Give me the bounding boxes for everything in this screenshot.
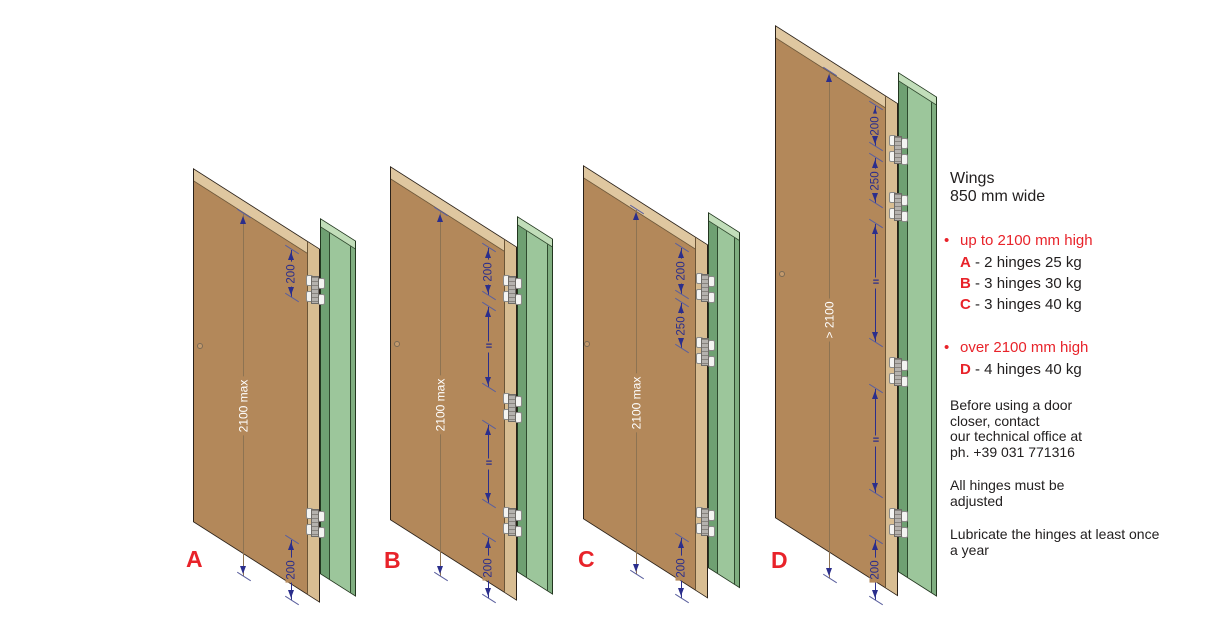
group-over-2100: • over 2100 mm high D - 4 hinges 40 kg (944, 339, 1088, 380)
hinge-spec-d: D - 4 hinges 40 kg (960, 361, 1082, 378)
dimension-label: 200 (675, 555, 689, 581)
door-letter-b: B (384, 547, 401, 573)
dimension-equal-1: = (481, 301, 497, 393)
dimension-bottom-200: 200 (481, 532, 497, 604)
group-heading-text: over 2100 mm high (960, 339, 1089, 356)
hinge-icon (889, 508, 908, 538)
height-dimension-label: 2100 max (237, 376, 251, 436)
hinge-icon (306, 275, 325, 305)
hinge-spec-a: A - 2 hinges 25 kg (960, 254, 1082, 271)
height-dimension-label: 2100 max (630, 373, 644, 433)
dimension-bottom-200: 200 (284, 534, 300, 606)
dimension-bottom-200: 200 (868, 534, 884, 606)
hinge-spec-b: B - 3 hinges 30 kg (960, 275, 1082, 292)
door-panel (193, 168, 320, 603)
group-up-to-2100: • up to 2100 mm high A - 2 hinges 25 kg … (944, 232, 1093, 315)
detail-mark (584, 341, 590, 347)
dimension-label: 200 (482, 555, 496, 581)
hinge-icon (696, 507, 715, 537)
group-heading: • over 2100 mm high (944, 339, 1088, 356)
door-letter-c: C (578, 546, 595, 572)
hinge-icon (889, 192, 908, 222)
door-frame (517, 216, 553, 595)
door-letter-d: D (771, 547, 788, 573)
equal-spacing-mark: = (870, 276, 882, 289)
dimension-label: 200 (675, 258, 689, 284)
hinge-icon (696, 273, 715, 303)
dimension-label: 200 (482, 258, 496, 285)
equal-spacing-mark: = (483, 340, 495, 353)
dimension-mid-250: 250 (868, 152, 884, 209)
wings-title-block: Wings 850 mm wide (950, 170, 1045, 205)
dimension-equal-2: = (481, 419, 497, 509)
door-frame (320, 218, 356, 597)
dimension-label: 250 (869, 167, 883, 194)
equal-spacing-mark: = (483, 457, 495, 470)
dimension-equal-1: = (868, 218, 884, 348)
height-dimension: > 2100 (823, 66, 838, 584)
hinge-icon (503, 275, 522, 305)
hinge-icon (306, 508, 325, 538)
note-door-closer: Before using a door closer, contact our … (950, 397, 1083, 460)
detail-mark (394, 341, 400, 347)
door-letter-a: A (186, 546, 203, 572)
bullet-icon: • (944, 339, 950, 356)
dimension-top-200: 200 (674, 242, 690, 300)
dimension-mid-250: 250 (674, 297, 690, 354)
dimension-top-200: 200 (284, 244, 300, 303)
dimension-top-200: 200 (868, 100, 884, 152)
height-dimension: 2100 max (434, 206, 449, 582)
detail-mark (197, 343, 203, 349)
bullet-icon: • (944, 232, 950, 249)
wings-width: 850 mm wide (950, 187, 1046, 205)
group-heading-text: up to 2100 mm high (960, 232, 1093, 249)
dimension-label: 200 (869, 113, 883, 139)
door-panel (583, 165, 708, 599)
hinge-icon (889, 357, 908, 387)
hinge-icon (503, 393, 522, 423)
door-panel (390, 166, 517, 601)
dimension-label: 200 (285, 260, 299, 287)
dimension-label: 200 (869, 557, 883, 583)
hinge-icon (503, 507, 522, 537)
hinge-icon (889, 135, 908, 165)
hinge-icon (696, 337, 715, 367)
dimension-equal-2: = (868, 383, 884, 499)
door-panel (775, 25, 898, 597)
height-dimension-label: > 2100 (823, 298, 837, 342)
height-dimension: 2100 max (237, 208, 252, 582)
dimension-top-200: 200 (481, 242, 497, 301)
group-heading: • up to 2100 mm high (944, 232, 1093, 249)
note-lubricate: Lubricate the hinges at least once a yea… (950, 526, 1160, 558)
dimension-label: 200 (285, 557, 299, 583)
height-dimension-label: 2100 max (434, 375, 448, 435)
height-dimension: 2100 max (630, 204, 645, 580)
note-adjust-hinges: All hinges must be adjusted (950, 477, 1065, 509)
dimension-bottom-200: 200 (674, 532, 690, 604)
dimension-label: 250 (675, 312, 689, 339)
hinge-spec-c: C - 3 hinges 40 kg (960, 296, 1082, 313)
equal-spacing-mark: = (870, 434, 882, 447)
wings-title: Wings (950, 170, 995, 187)
detail-mark (779, 271, 785, 277)
